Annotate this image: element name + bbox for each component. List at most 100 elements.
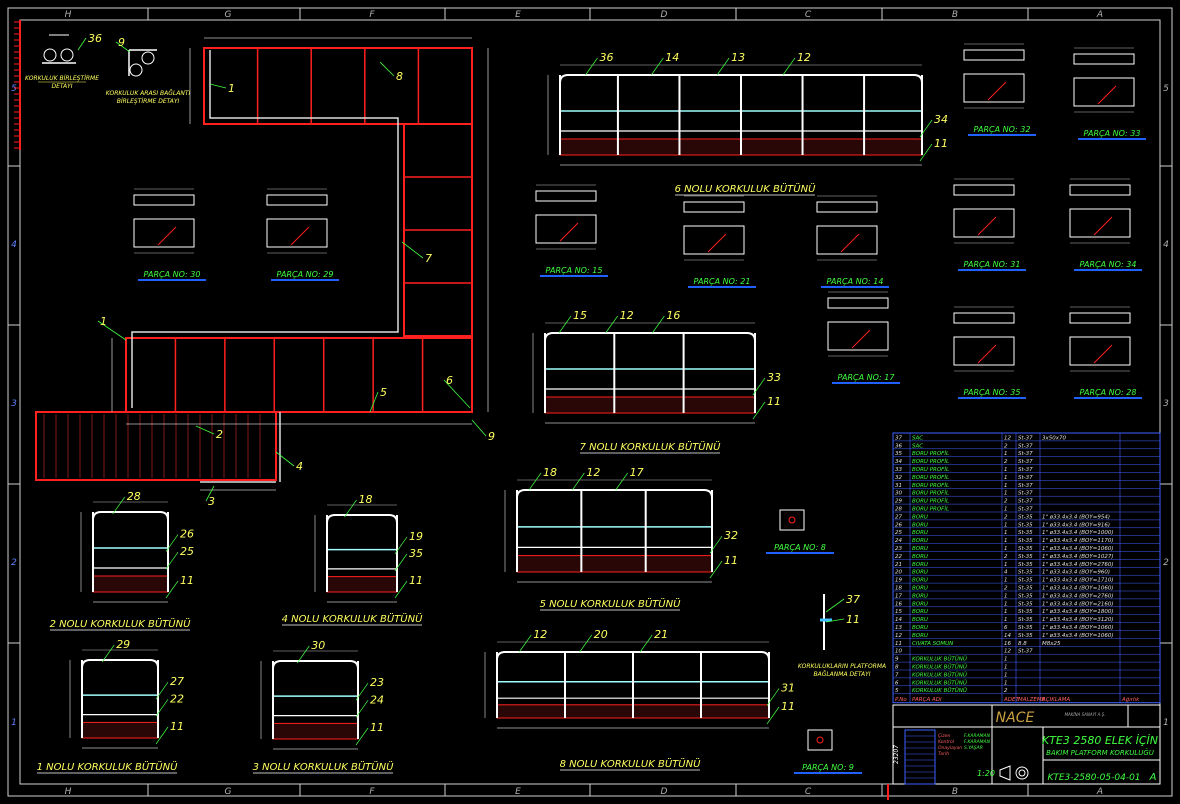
- table-cell: 25: [895, 530, 902, 536]
- table-cell: 1" ø33.4x3.4 (BOY=960): [1042, 570, 1110, 576]
- callout-leader: [919, 143, 933, 162]
- callout-leader: [825, 598, 845, 613]
- table-cell: 12: [895, 633, 902, 639]
- part-detail: PARÇA NO: 8: [766, 509, 834, 554]
- table-cell: 1" ø33.4x3.4 (BOY=1800): [1042, 609, 1114, 615]
- zone-number-left: 3: [11, 399, 17, 409]
- platform-outline: [35, 411, 277, 481]
- table-cell: KORKULUK BÜTÜNÜ: [912, 687, 967, 694]
- callout-number: 9: [488, 430, 495, 443]
- signature-name: S.YAŞAR: [964, 745, 983, 751]
- bend-mark: [977, 344, 997, 364]
- assembly-title: 6 NOLU KORKULUK BÜTÜNÜ: [675, 182, 816, 195]
- zone-number-left: 4: [11, 240, 17, 250]
- table-header: P.No: [895, 697, 907, 703]
- table-cell: 1" ø33.4x3.4 (BOY=1060): [1042, 625, 1114, 631]
- table-cell: 6: [1004, 625, 1008, 631]
- table-border: [892, 432, 1161, 704]
- callout-number: 11: [370, 721, 384, 734]
- callout-leader: [585, 57, 598, 76]
- drawing-title-2: BAKIM PLATFORM KORKULUĞU: [1046, 748, 1154, 757]
- table-cell: 12: [1004, 435, 1011, 441]
- pipe-section: [60, 48, 74, 62]
- table-cell: BORU PROFİL: [912, 482, 949, 489]
- zone-letter-top: A: [1096, 10, 1103, 20]
- platform-outline: [125, 337, 473, 413]
- zone-number-right: 4: [1163, 240, 1169, 250]
- zone-letter-bottom: F: [369, 787, 375, 797]
- part-top-view: [816, 201, 878, 213]
- bolt-hole: [816, 736, 824, 744]
- callout-number: 7: [425, 252, 432, 265]
- callout-leader: [471, 419, 487, 437]
- table-cell: St-35: [1018, 522, 1033, 528]
- callout-leader: [355, 700, 369, 718]
- callout-number: 11: [767, 395, 781, 408]
- revision-grid: [904, 729, 936, 785]
- table-cell: St-35: [1018, 586, 1033, 592]
- callout-number: 14: [665, 51, 679, 64]
- table-cell: BORU: [912, 601, 928, 607]
- callout-number: 11: [409, 574, 423, 587]
- callout-leader: [379, 61, 395, 77]
- table-cell: BORU PROFİL: [912, 506, 949, 513]
- table-cell: St-37: [1018, 451, 1033, 457]
- table-cell: St-35: [1018, 593, 1033, 599]
- scale-ruler: [14, 20, 21, 150]
- table-cell: 5: [895, 688, 899, 694]
- toe-board: [272, 722, 359, 740]
- callout-leader: [443, 379, 471, 409]
- assembly-title: 4 NOLU KORKULUK BÜTÜNÜ: [282, 612, 423, 625]
- zone-letter-bottom: A: [1096, 787, 1103, 797]
- detail-caption: KORKULUKLARIN PLATFORMA: [798, 663, 886, 670]
- assembly-title: 1 NOLU KORKULUK BÜTÜNÜ: [37, 760, 178, 773]
- table-cell: 14: [895, 617, 902, 623]
- callout-number: 11: [934, 137, 948, 150]
- callout-number: 25: [180, 545, 194, 558]
- assembly-title: 3 NOLU KORKULUK BÜTÜNÜ: [253, 760, 394, 773]
- callout-number: 16: [666, 309, 680, 322]
- zone-letter-top: C: [805, 10, 812, 20]
- table-cell: 31: [895, 483, 902, 489]
- projection-symbol-icon: [999, 765, 1011, 781]
- zone-number-left: 5: [11, 84, 17, 94]
- table-cell: 1" ø33.4x3.4 (BOY=3120): [1042, 617, 1114, 623]
- table-cell: 16: [895, 601, 902, 607]
- bend-mark: [290, 226, 310, 246]
- part-label: PARÇA NO: 32: [974, 125, 1031, 134]
- callout-number: 32: [724, 529, 738, 542]
- callout-leader: [165, 580, 179, 599]
- callout-number: 1: [228, 82, 235, 95]
- callout-leader: [394, 553, 408, 572]
- table-cell: BORU PROFİL: [912, 450, 949, 457]
- signature-role: Çizen: [938, 733, 951, 739]
- table-cell: 1" ø33.4x3.4 (BOY=2760): [1042, 562, 1114, 568]
- table-cell: 1: [1004, 546, 1008, 552]
- callout-number: 11: [724, 554, 738, 567]
- detail-caption: BAĞLANMA DETAYI: [813, 671, 870, 678]
- callout-leader: [615, 472, 628, 491]
- callout-number: 4: [296, 460, 303, 473]
- callout-leader: [518, 634, 532, 653]
- callout-number: 11: [781, 700, 795, 713]
- part-front-view: [1069, 336, 1131, 366]
- pipe-section: [141, 51, 155, 65]
- assembly-title: 2 NOLU KORKULUK BÜTÜNÜ: [50, 617, 191, 630]
- part-detail: PARÇA NO: 35: [953, 306, 1026, 399]
- callout-number: 18: [543, 466, 557, 479]
- table-cell: BORU: [912, 530, 928, 536]
- callout-number: 9: [118, 36, 125, 49]
- callout-number: 5: [380, 386, 387, 399]
- callout-number: 19: [409, 530, 423, 543]
- table-cell: St-35: [1018, 538, 1033, 544]
- drawing-number: KTE3-2580-05-04-01: [1047, 773, 1140, 783]
- table-cell: 1" ø33.4x3.4 (BOY=916): [1042, 522, 1110, 528]
- callout-number: 2: [216, 428, 223, 441]
- bend-mark: [987, 81, 1007, 101]
- part-label: PARÇA NO: 14: [827, 277, 884, 286]
- plan-railing-line: [131, 50, 399, 408]
